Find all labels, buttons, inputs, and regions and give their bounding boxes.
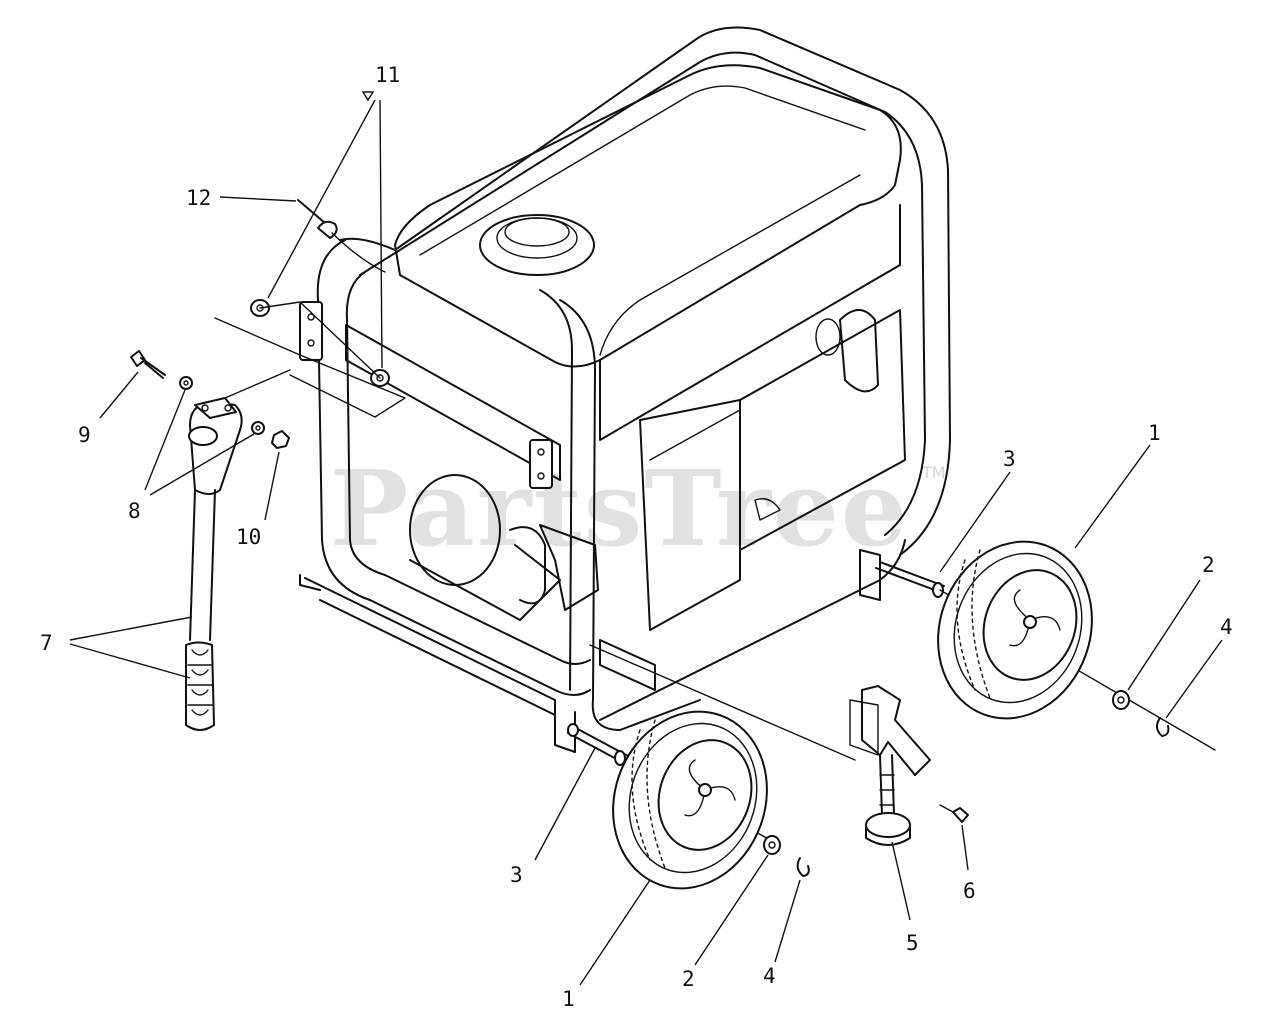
- callout-9: 9: [78, 423, 91, 447]
- callout-2-rear: 2: [1202, 553, 1215, 577]
- callout-8: 8: [128, 499, 141, 523]
- callout-11: 11: [375, 63, 400, 87]
- front-wheel: [612, 710, 768, 890]
- leader-lines: [69, 91, 1223, 986]
- callout-3-rear: 3: [1003, 447, 1016, 471]
- roll-frame: [299, 26, 951, 753]
- callout-4-rear: 4: [1220, 615, 1233, 639]
- callout-7: 7: [40, 631, 53, 655]
- callout-4-front: 4: [763, 964, 776, 988]
- rear-wheel: [937, 540, 1093, 720]
- wheel-hardware: [763, 690, 1170, 877]
- callout-5: 5: [906, 931, 919, 955]
- callout-1-rear: 1: [1148, 421, 1161, 445]
- callout-6: 6: [963, 879, 976, 903]
- engine-and-tank: [394, 64, 906, 691]
- callout-1-front: 1: [562, 987, 575, 1011]
- control-panel: [214, 301, 599, 611]
- watermark: PartsTree TM: [330, 447, 946, 570]
- callout-3-front: 3: [510, 863, 523, 887]
- support-leg: [589, 644, 969, 846]
- callouts: 11 12 9 8 10 7 1 3 2 4 3 1 2 4 5 6: [40, 63, 1233, 1011]
- callout-2-front: 2: [682, 967, 695, 991]
- watermark-text: PartsTree: [330, 447, 909, 570]
- callout-10: 10: [236, 525, 261, 549]
- watermark-trademark: TM: [921, 463, 946, 482]
- handle-assembly: [130, 199, 390, 731]
- callout-12: 12: [186, 186, 211, 210]
